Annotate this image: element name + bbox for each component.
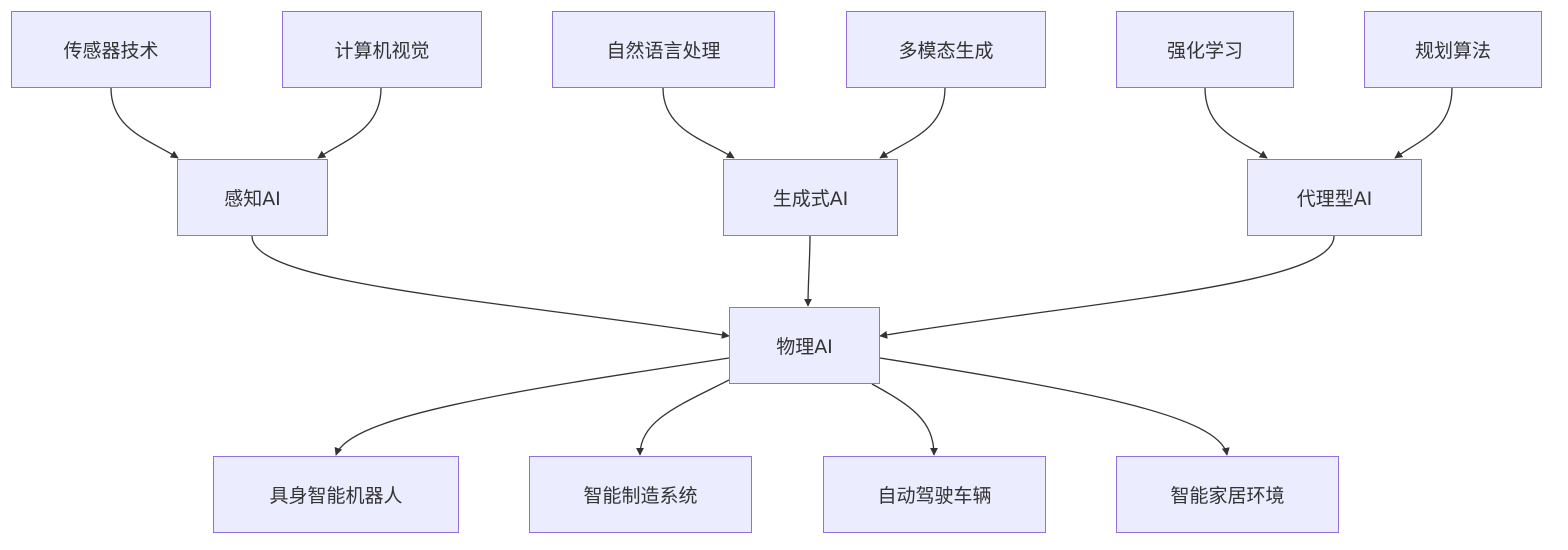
node-multimodal-generation: 多模态生成: [846, 11, 1046, 88]
node-smart-manufacturing: 智能制造系统: [529, 456, 752, 533]
node-embodied-robot: 具身智能机器人: [213, 456, 459, 533]
node-generative-ai: 生成式AI: [723, 159, 898, 236]
edge-physical-autonomous: [871, 383, 938, 456]
node-sensor-technology: 传感器技术: [11, 11, 211, 88]
edge-physical-robot: [334, 357, 730, 456]
node-planning-algorithm: 规划算法: [1364, 11, 1542, 88]
node-reinforcement-learning: 强化学习: [1116, 11, 1294, 88]
edge-planning-agentic: [1394, 87, 1453, 159]
node-smart-home: 智能家居环境: [1116, 456, 1339, 533]
edge-rl-agentic: [1204, 87, 1268, 159]
edge-generative-physical: [804, 235, 813, 307]
edge-physical-smarthome: [879, 357, 1230, 456]
edge-multimodal-generative: [879, 87, 946, 159]
node-agentic-ai: 代理型AI: [1247, 159, 1422, 236]
edge-cv-perception: [317, 87, 382, 159]
node-autonomous-vehicle: 自动驾驶车辆: [823, 456, 1046, 533]
edge-perception-physical: [251, 235, 730, 339]
edge-agentic-physical: [879, 235, 1335, 339]
edge-physical-manufacturing: [636, 379, 730, 456]
node-physical-ai: 物理AI: [729, 307, 880, 384]
node-perception-ai: 感知AI: [177, 159, 328, 236]
node-computer-vision: 计算机视觉: [282, 11, 482, 88]
node-natural-language-processing: 自然语言处理: [552, 11, 775, 88]
edge-nlp-generative: [662, 87, 735, 159]
edge-sensor-perception: [110, 87, 179, 159]
